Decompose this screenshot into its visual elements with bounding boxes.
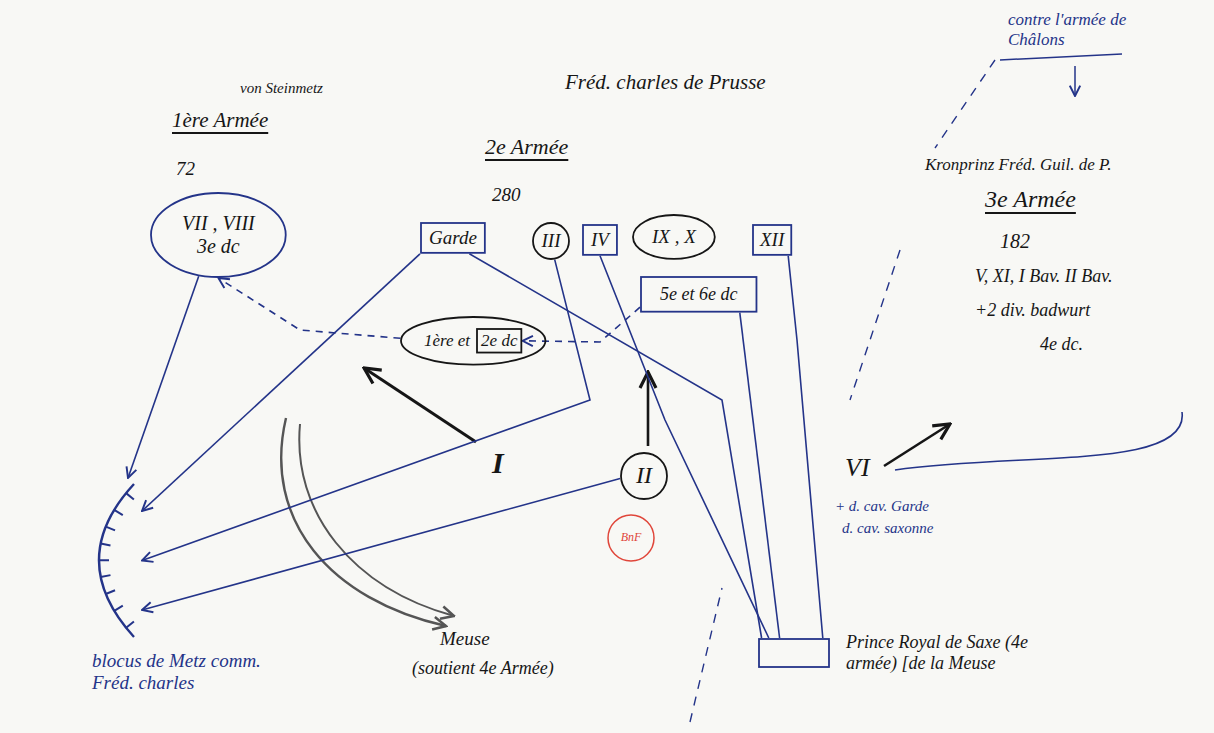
node-text: IV (591, 229, 609, 251)
node-text: 2e dc (481, 331, 517, 351)
box-border (583, 225, 617, 255)
cavalry-note: 4e dc. (1040, 334, 1083, 355)
commander-name: Kronprinz Fréd. Guil. de P. (925, 155, 1112, 175)
corps-oval: VII , VIII3e dc (150, 192, 287, 278)
oval-border (633, 215, 715, 259)
connector (128, 276, 199, 478)
direction-arrow (1074, 66, 1076, 96)
cavalry-oval: 1ère et 2e dc (400, 316, 546, 366)
oval-border (621, 453, 667, 499)
corps-oval: IX , X (632, 214, 716, 260)
wavy-line (895, 412, 1182, 470)
node-text: VII , VIII (182, 212, 255, 235)
node-outline (72, 478, 142, 643)
cavalry-box: 2e dc (476, 328, 522, 354)
box-border (477, 329, 521, 353)
fortress-arc (99, 484, 134, 637)
corps-box: Garde (420, 222, 486, 254)
army-box: Prince Royal de Saxe (4e armée) [de la M… (758, 638, 830, 668)
node-text: 1ère et (424, 331, 470, 351)
movement-arrow (647, 372, 650, 446)
connector (600, 256, 769, 638)
movement-arrow (364, 368, 476, 442)
fortress-arc: blocus de Metz comm. Fréd. charles (72, 478, 142, 643)
strength-number: 182 (1000, 230, 1030, 253)
fortress-tick (106, 590, 115, 594)
target-note: contre l'armée de Châlons (1008, 10, 1133, 49)
connector (523, 307, 641, 342)
node-text: blocus de Metz comm. Fréd. charles (92, 650, 292, 694)
connector (218, 278, 400, 338)
river-note: (soutient 4e Armée) (412, 658, 554, 679)
cavalry-box: 5e et 6e dc (640, 276, 757, 313)
commander-name: Fréd. charles de Prusse (565, 70, 766, 94)
node-outline (758, 638, 830, 668)
fortress-tick (114, 510, 123, 515)
connector (142, 254, 420, 511)
corps-list: V, XI, I Bav. II Bav. (975, 266, 1112, 287)
connector (142, 478, 620, 610)
corps-circle: III (532, 222, 570, 260)
corps-box: IV (582, 224, 618, 256)
army-title: 3e Armée (985, 186, 1076, 214)
node-text: Prince Royal de Saxe (4e armée) [de la M… (846, 632, 1031, 673)
corps-circle: II (620, 452, 668, 500)
node-text: II (636, 462, 652, 490)
box-border (759, 639, 829, 667)
box-border (421, 223, 485, 253)
node-outline (400, 316, 546, 366)
movement-arrow (884, 424, 950, 466)
dashed-line (935, 60, 995, 148)
strength-number: 280 (492, 184, 521, 206)
node-text: 5e et 6e dc (660, 284, 737, 305)
library-stamp (608, 515, 654, 561)
fortress-tick (101, 575, 111, 577)
fortress-tick (99, 559, 109, 561)
corps-box: XII (752, 224, 792, 256)
box-border (641, 277, 756, 312)
commander-name: von Steinmetz (240, 80, 323, 97)
node-text: XII (760, 229, 784, 251)
connector (788, 256, 823, 638)
underline-stroke (1000, 54, 1122, 60)
dashed-line (850, 250, 900, 400)
stamp-text: BnF (621, 531, 642, 545)
connector (740, 313, 780, 638)
node-text: Garde (429, 227, 477, 249)
fortress-tick (101, 543, 111, 545)
dashed-line (690, 588, 722, 722)
node-text: 3e dc (197, 235, 240, 258)
cavalry-note: + d. cav. Garde (835, 498, 929, 515)
oval-border (401, 317, 545, 365)
strength-number: 72 (176, 158, 195, 180)
river-name: Meuse (440, 628, 490, 650)
fortress-tick (126, 622, 134, 628)
meuse-arrow (299, 424, 454, 616)
fortress-tick (106, 527, 115, 531)
oval-border (151, 193, 286, 277)
cavalry-note: d. cav. saxonne (842, 520, 933, 537)
connector (469, 254, 761, 638)
army-title: 2e Armée (485, 134, 568, 159)
node-text: III (542, 230, 561, 252)
connector (142, 260, 590, 561)
node-text: IX , X (652, 226, 696, 248)
division-note: +2 div. badwurt (975, 300, 1090, 321)
fortress-tick (114, 606, 123, 611)
army-title: 1ère Armée (172, 108, 268, 132)
oval-border (533, 223, 569, 259)
box-border (753, 225, 791, 255)
corps-number: I (492, 446, 504, 481)
meuse-arrow (281, 418, 446, 626)
fortress-tick (126, 493, 134, 499)
corps-number: VI (845, 453, 870, 483)
